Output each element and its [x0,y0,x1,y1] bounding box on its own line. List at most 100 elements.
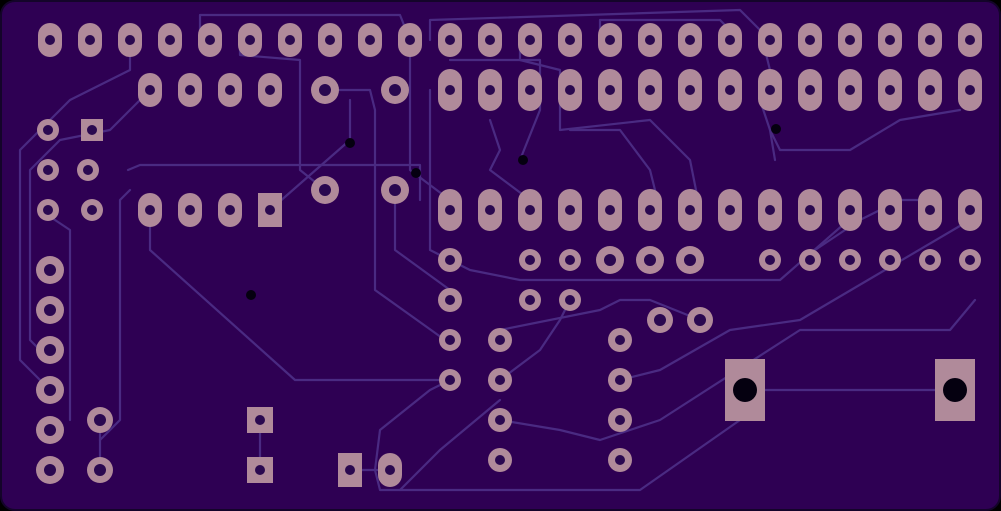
oval-pad [178,193,202,227]
round-pad [799,249,821,271]
oval-pad [918,23,942,57]
oval-pad [798,189,822,231]
oval-pad [378,453,402,487]
round-pad [37,159,59,181]
oval-pad [718,69,742,111]
round-pad [36,256,64,284]
oval-pad [438,189,462,231]
oval-pad [138,73,162,107]
ic-pads-lower [138,189,982,231]
round-pad [519,289,541,311]
oval-pad [558,69,582,111]
round-pad [311,176,339,204]
round-pad [488,368,512,392]
square-pad [247,457,273,483]
round-pad [36,296,64,324]
oval-pad [918,189,942,231]
oval-pad [178,73,202,107]
round-pad [36,456,64,484]
round-pad [879,249,901,271]
oval-pad [558,189,582,231]
round-pads [36,76,981,484]
round-pad [439,329,461,351]
oval-pad [838,23,862,57]
header-pads-row-1 [38,23,982,57]
round-pad [37,119,59,141]
oval-pad [638,69,662,111]
square-pads [81,119,402,487]
round-pad [439,369,461,391]
square-pad [338,453,362,487]
round-pad [87,457,113,483]
round-pad [608,328,632,352]
oval-pad [598,69,622,111]
oval-pad [718,23,742,57]
round-pad [311,76,339,104]
round-pad [438,248,462,272]
oval-pad [78,23,102,57]
oval-pad [138,193,162,227]
round-pad [647,307,673,333]
oval-pad [598,23,622,57]
oval-pad [958,189,982,231]
round-pad [608,368,632,392]
mounting-pad [935,359,975,421]
round-pad [559,249,581,271]
round-pad [676,246,704,274]
round-pad [519,249,541,271]
oval-pad [758,189,782,231]
oval-pad [358,23,382,57]
round-pad [608,408,632,432]
round-pad [759,249,781,271]
oval-pad [518,23,542,57]
ic-pads-upper [138,69,982,111]
round-pad [959,249,981,271]
round-pad [381,76,409,104]
round-pad [77,159,99,181]
oval-pad [518,189,542,231]
oval-pad [838,69,862,111]
oval-pad [638,189,662,231]
round-pad [559,289,581,311]
oval-pad [918,69,942,111]
oval-pad [238,23,262,57]
oval-pad [278,23,302,57]
oval-pad [598,189,622,231]
round-pad [687,307,713,333]
oval-pad [258,73,282,107]
round-pad [919,249,941,271]
oval-pad [398,23,422,57]
round-pad [36,416,64,444]
mounting-pad [725,359,765,421]
round-pad [37,199,59,221]
oval-pad [878,23,902,57]
mounting-pads [725,359,975,421]
square-pad [258,193,282,227]
oval-pad [158,23,182,57]
oval-pad [678,23,702,57]
round-pad [488,408,512,432]
round-pad [488,328,512,352]
oval-pad [318,23,342,57]
oval-pad [758,69,782,111]
oval-pad [758,23,782,57]
round-pad [839,249,861,271]
oval-pad [958,69,982,111]
oval-pad [478,23,502,57]
oval-pad [478,189,502,231]
oval-pad [718,189,742,231]
oval-pad [438,69,462,111]
round-pad [81,199,103,221]
square-pad [247,407,273,433]
round-pad [438,288,462,312]
vias [246,124,781,300]
oval-pad [878,189,902,231]
oval-pad [198,23,222,57]
oval-pad [798,69,822,111]
oval-pad [218,73,242,107]
oval-pad [38,23,62,57]
round-pad [36,376,64,404]
oval-pad [958,23,982,57]
round-pad [36,336,64,364]
round-pad [596,246,624,274]
